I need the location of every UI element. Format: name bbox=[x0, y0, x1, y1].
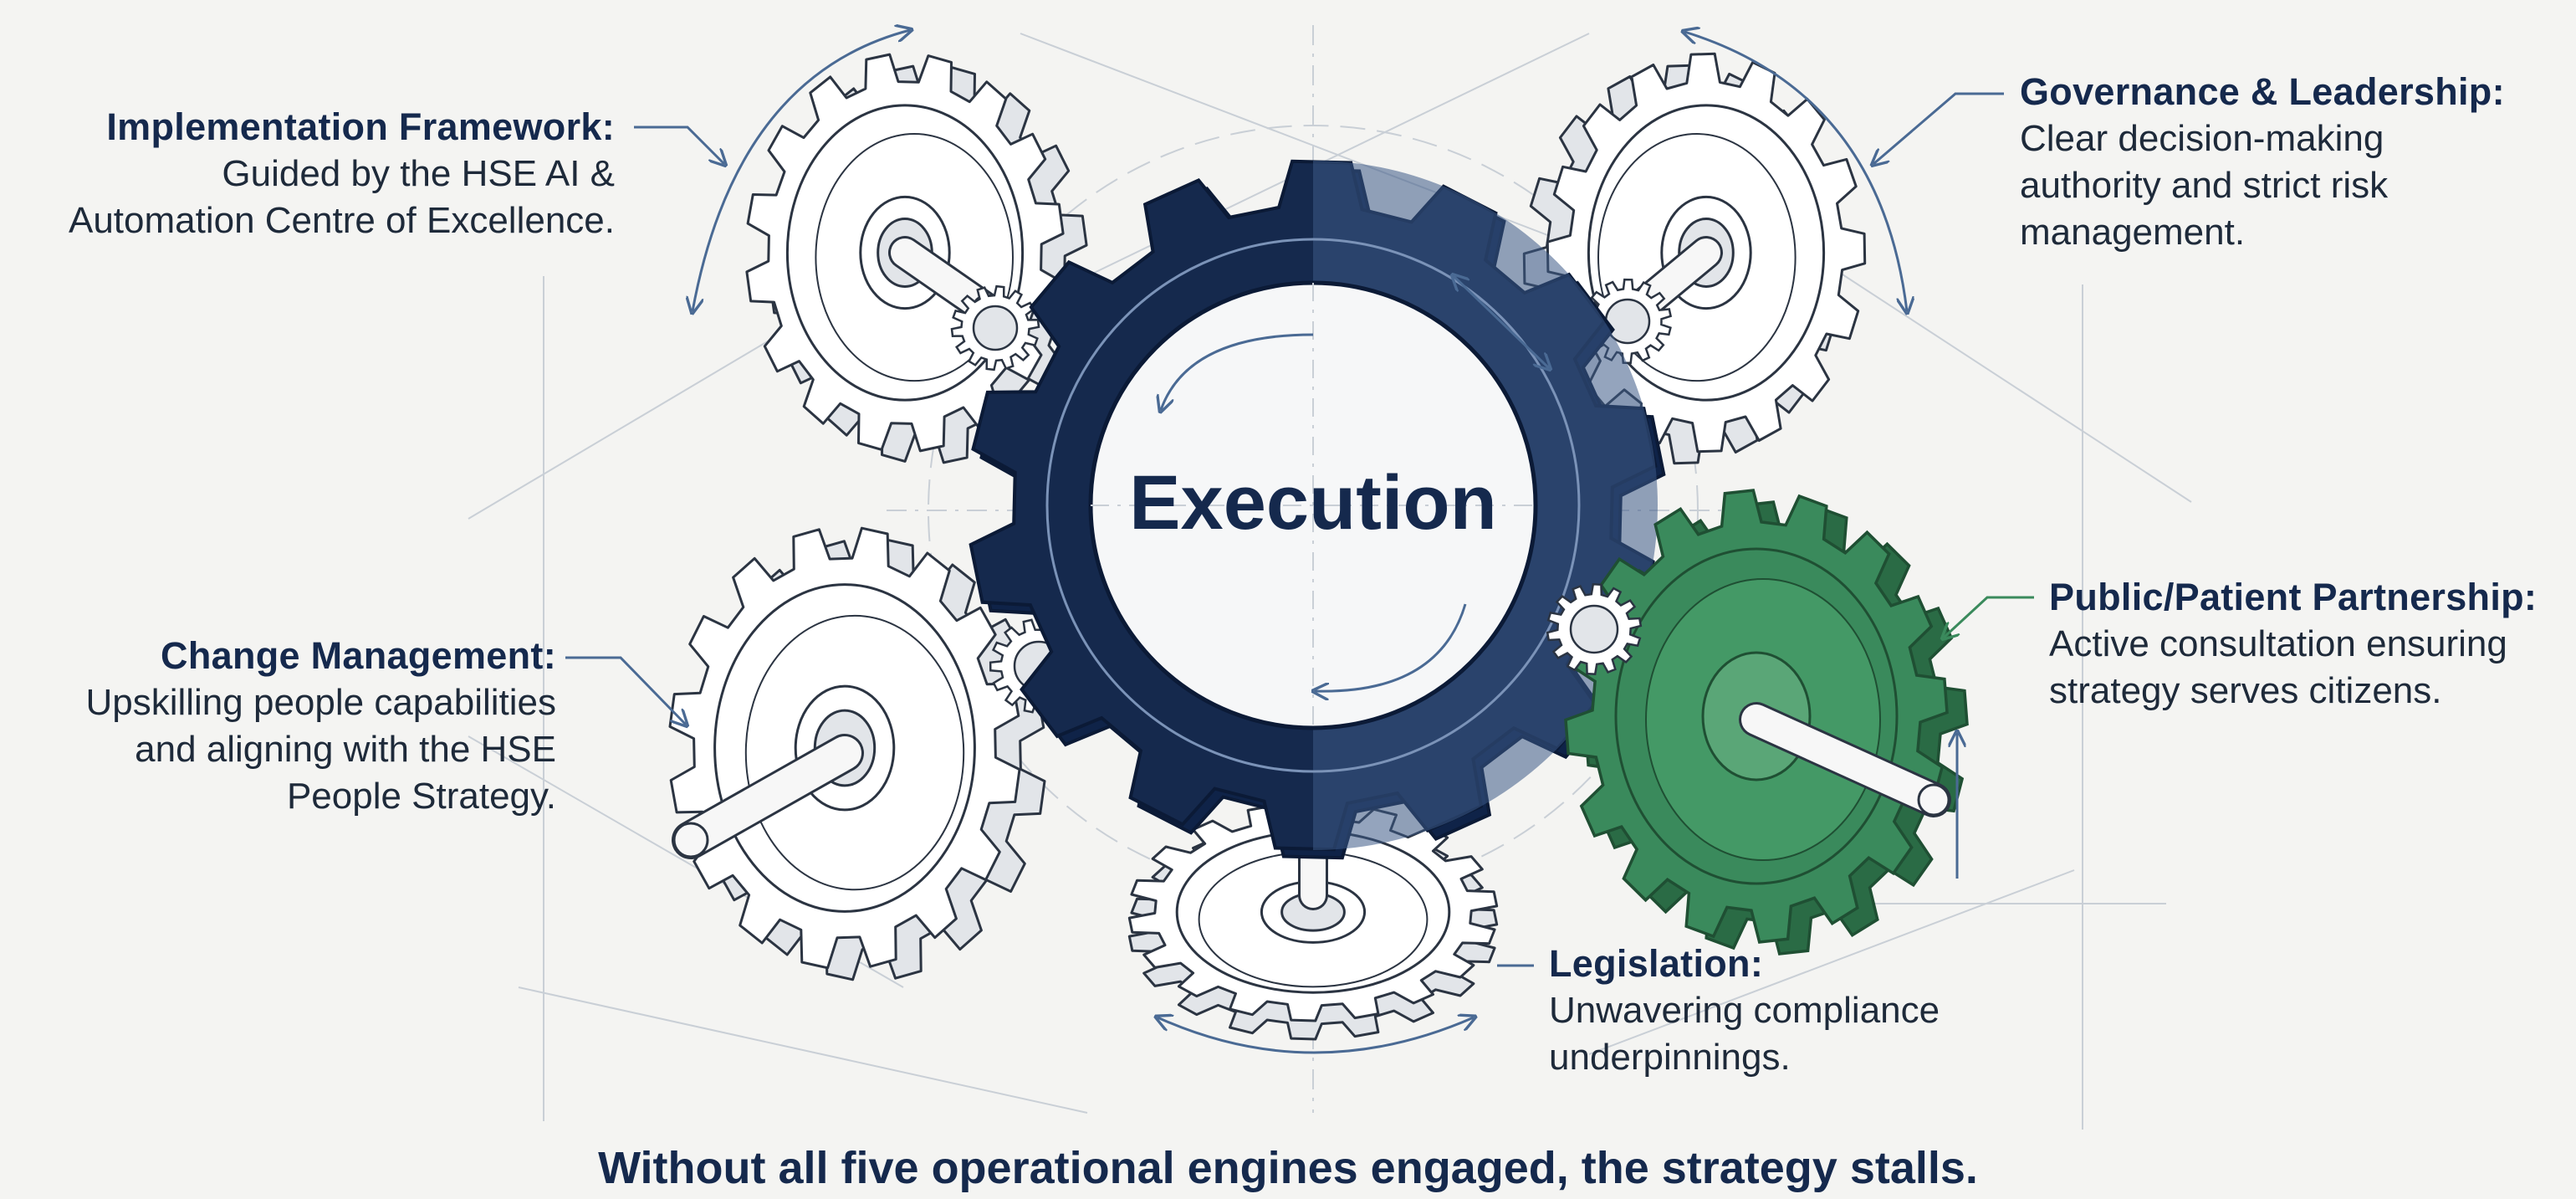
label-implementation-framework: Implementation Framework: Guided by the … bbox=[69, 104, 615, 244]
rotation-arrow-bottom bbox=[1158, 1017, 1474, 1054]
footer-caption: Without all five operational engines eng… bbox=[598, 1143, 1978, 1193]
pinion-implementation bbox=[950, 284, 1040, 371]
implementation-body: Guided by the HSE AI & Automation Centre… bbox=[68, 153, 615, 241]
label-governance-leadership: Governance & Leadership: Clear decision-… bbox=[2020, 69, 2505, 256]
leader-arrows bbox=[565, 92, 2034, 967]
leader-implementation bbox=[634, 126, 724, 164]
center-label: Execution bbox=[1129, 460, 1497, 546]
legislation-body: Unwavering compliance underpinnings. bbox=[1549, 990, 1940, 1078]
rotation-arrows bbox=[693, 30, 1907, 1054]
leader-change bbox=[565, 656, 686, 725]
change-title: Change Management: bbox=[161, 634, 556, 677]
legislation-title: Legislation: bbox=[1549, 942, 1764, 985]
label-legislation: Legislation: Unwavering compliance under… bbox=[1549, 940, 1940, 1081]
pinion-public-partnership bbox=[1546, 582, 1643, 676]
public-title: Public/Patient Partnership: bbox=[2049, 576, 2538, 618]
rotation-arrow-inner-bottom bbox=[1315, 603, 1467, 691]
shaft-public-partnership bbox=[1739, 702, 1951, 817]
rotation-arrow-mesh bbox=[1454, 276, 1549, 368]
gear-execution: Execution bbox=[969, 159, 1666, 860]
change-body: Upskilling people capabilities and align… bbox=[85, 682, 556, 817]
shaft-change bbox=[672, 734, 864, 859]
leader-governance bbox=[1873, 92, 2004, 164]
rotation-arrow-top-right bbox=[1684, 32, 1907, 311]
gear-legislation bbox=[1127, 802, 1499, 1041]
rotation-arrow-top-left bbox=[693, 30, 910, 311]
rotation-arrow-inner-top bbox=[1161, 333, 1314, 410]
implementation-title: Implementation Framework: bbox=[106, 105, 615, 148]
governance-body: Clear decision-making authority and stri… bbox=[2020, 118, 2389, 253]
leader-public bbox=[1944, 596, 2034, 638]
label-public-patient-partnership: Public/Patient Partnership: Active consu… bbox=[2049, 574, 2537, 715]
public-body: Active consultation ensuring strategy se… bbox=[2049, 623, 2507, 711]
governance-title: Governance & Leadership: bbox=[2020, 70, 2505, 113]
label-change-management: Change Management: Upskilling people cap… bbox=[85, 633, 556, 820]
gear-layer: Execution bbox=[668, 52, 1969, 1041]
